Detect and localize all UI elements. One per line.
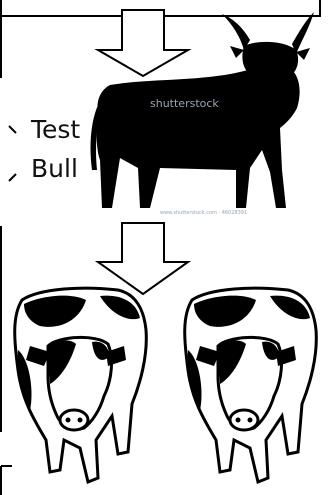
label-bull: Bull [31, 156, 78, 181]
cow-icon-right [185, 288, 317, 482]
connector-tick-bottom [9, 174, 16, 181]
watermark-brand: shutterstock [150, 97, 219, 110]
down-arrow-icon-top [98, 10, 188, 76]
down-arrow-icon-bottom [98, 223, 188, 294]
connector-tick-top [9, 126, 16, 133]
watermark-credit: www.shutterstock.com · 46028391 [160, 210, 247, 216]
label-test: Test [31, 117, 80, 142]
cow-icon-left [15, 288, 147, 482]
